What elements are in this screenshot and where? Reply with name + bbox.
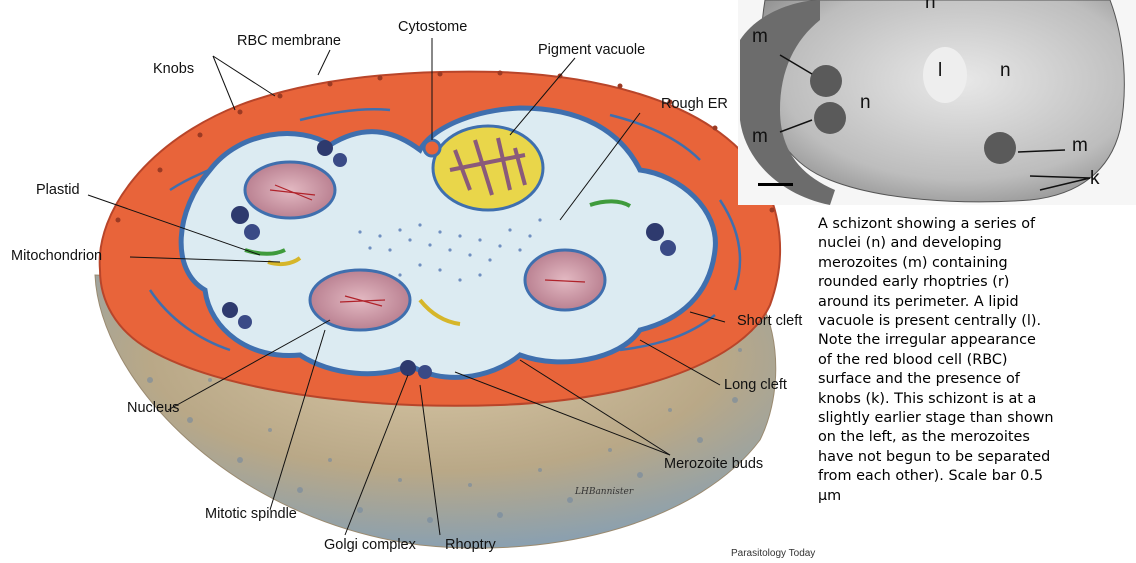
caption-line: Note the irregular appearance (818, 331, 1130, 350)
label-mitotic-spindle: Mitotic spindle (205, 506, 297, 522)
caption-line: A schizont showing a series of (818, 215, 1130, 234)
cytostome (424, 140, 440, 156)
label-pigment-vacuole: Pigment vacuole (538, 42, 645, 58)
em-label-n-left: n (860, 92, 871, 114)
label-golgi-complex: Golgi complex (324, 537, 416, 553)
scale-bar (758, 183, 793, 186)
caption-line: slightly earlier stage than shown (818, 409, 1130, 428)
label-knobs: Knobs (153, 61, 194, 77)
merozoite-em-1 (810, 65, 842, 97)
label-long-cleft: Long cleft (724, 377, 787, 393)
caption-line: from each other). Scale bar 0.5 (818, 467, 1130, 486)
merozoite-em-2 (814, 102, 846, 134)
caption-line: on the left, as the merozoites (818, 428, 1130, 447)
caption-line: surface and the presence of (818, 370, 1130, 389)
label-rough-er: Rough ER (661, 96, 728, 112)
caption-line: vacuole is present centrally (l). (818, 312, 1130, 331)
label-mitochondrion: Mitochondrion (11, 248, 102, 264)
em-label-m-right: m (1072, 135, 1088, 157)
label-cytostome: Cytostome (398, 19, 467, 35)
caption-line: of the red blood cell (RBC) (818, 351, 1130, 370)
em-label-n-top: n (925, 0, 936, 14)
caption-line: around its perimeter. A lipid (818, 293, 1130, 312)
caption-line: nuclei (n) and developing (818, 234, 1130, 253)
caption-line: µm (818, 487, 1130, 506)
figure-caption: A schizont showing a series of nuclei (n… (818, 215, 1130, 506)
label-plastid: Plastid (36, 182, 80, 198)
em-label-m-top: m (752, 26, 768, 48)
nucleus-right (525, 250, 605, 310)
label-rbc-membrane: RBC membrane (237, 33, 341, 49)
caption-line: rounded early rhoptries (r) (818, 273, 1130, 292)
label-short-cleft: Short cleft (737, 313, 802, 329)
label-nucleus: Nucleus (127, 400, 179, 416)
caption-line: knobs (k). This schizont is at a (818, 390, 1130, 409)
schizont-illustration (95, 71, 780, 549)
source-credit: Parasitology Today (731, 548, 815, 559)
em-label-n-right: n (1000, 60, 1011, 82)
illustrator-signature: LHBannister (575, 487, 633, 497)
label-merozoite-buds: Merozoite buds (664, 456, 763, 472)
em-label-m-mid: m (752, 126, 768, 148)
merozoite-em-3 (984, 132, 1016, 164)
lipid-vacuole-em (923, 47, 967, 103)
nucleus-left-top (245, 162, 335, 218)
electron-micrograph (738, 0, 1136, 205)
caption-line: merozoites (m) containing (818, 254, 1130, 273)
label-rhoptry: Rhoptry (445, 537, 496, 553)
em-label-k: k (1090, 168, 1100, 190)
em-label-l: l (938, 60, 942, 82)
pigment-vacuole (433, 126, 543, 210)
caption-line: have not begun to be separated (818, 448, 1130, 467)
